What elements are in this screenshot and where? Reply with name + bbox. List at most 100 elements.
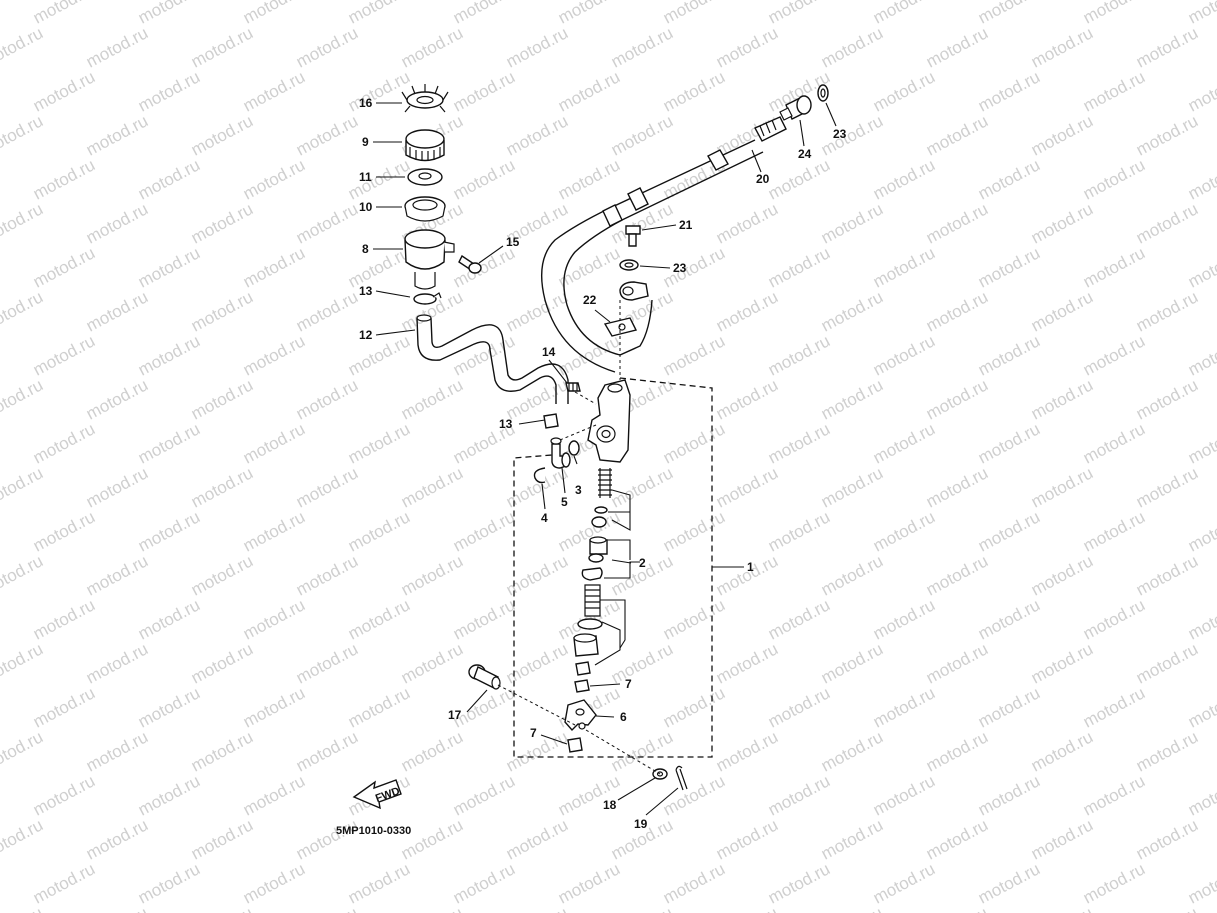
watermark-text: motod.ru bbox=[293, 199, 361, 247]
circlip-joint bbox=[533, 467, 546, 484]
watermark-text: motod.ru bbox=[1080, 331, 1148, 379]
watermark-text: motod.ru bbox=[975, 0, 1043, 28]
brake-hose-union-bolt bbox=[779, 95, 812, 121]
callout-16: 16 bbox=[359, 96, 373, 110]
master-cylinder-assembly-outline bbox=[513, 377, 713, 758]
watermark-text: motod.ru bbox=[503, 551, 571, 599]
watermark-text: motod.ru bbox=[818, 199, 886, 247]
watermark-text: motod.ru bbox=[240, 0, 308, 28]
watermark-text: motod.ru bbox=[555, 243, 623, 291]
watermark-text: motod.ru bbox=[765, 155, 833, 203]
watermark-text: motod.ru bbox=[450, 507, 518, 555]
watermark-text: motod.ru bbox=[83, 551, 151, 599]
watermark-text: motod.ru bbox=[398, 23, 466, 71]
watermark-text: motod.ru bbox=[555, 771, 623, 819]
reservoir-cap bbox=[405, 129, 445, 162]
watermark-text: motod.ru bbox=[1028, 23, 1096, 71]
watermark-text: motod.ru bbox=[188, 551, 256, 599]
watermark-text: motod.ru bbox=[1133, 639, 1201, 687]
watermark-text: motod.ru bbox=[1080, 155, 1148, 203]
watermark-text: motod.ru bbox=[1080, 0, 1148, 28]
watermark-text: motod.ru bbox=[30, 0, 98, 28]
watermark-text: motod.ru bbox=[450, 67, 518, 115]
watermark-text: motod.ru bbox=[0, 287, 46, 335]
watermark-text: motod.ru bbox=[923, 639, 991, 687]
watermark-text: motod.ru bbox=[608, 463, 676, 511]
watermark-text: motod.ru bbox=[765, 331, 833, 379]
watermark-text: motod.ru bbox=[30, 243, 98, 291]
watermark-text: motod.ru bbox=[503, 727, 571, 775]
nut-lower bbox=[567, 737, 583, 753]
watermark-text: motod.ru bbox=[503, 287, 571, 335]
watermark-text: motod.ru bbox=[1028, 287, 1096, 335]
watermark-text: motod.ru bbox=[188, 199, 256, 247]
watermark-text: motod.ru bbox=[1028, 463, 1096, 511]
watermark-text: motod.ru bbox=[818, 551, 886, 599]
watermark-text: motod.ru bbox=[345, 331, 413, 379]
watermark-text: motod.ru bbox=[135, 859, 203, 907]
callout-7a: 7 bbox=[625, 677, 632, 691]
watermark-text: motod.ru bbox=[398, 815, 466, 863]
hose-clip-upper bbox=[413, 292, 442, 305]
watermark-text: motod.ru bbox=[83, 287, 151, 335]
watermark-text: motod.ru bbox=[555, 155, 623, 203]
watermark-text: motod.ru bbox=[870, 771, 938, 819]
callout-4: 4 bbox=[541, 511, 548, 525]
watermark-text: motod.ru bbox=[1028, 815, 1096, 863]
hose-joint bbox=[550, 437, 571, 469]
watermark-text: motod.ru bbox=[135, 331, 203, 379]
watermark-text: motod.ru bbox=[1133, 111, 1201, 159]
watermark-text: motod.ru bbox=[0, 639, 46, 687]
reservoir-tank bbox=[404, 229, 455, 290]
watermark-text: motod.ru bbox=[1080, 243, 1148, 291]
watermark-text: motod.ru bbox=[1028, 111, 1096, 159]
watermark-text: motod.ru bbox=[713, 815, 781, 863]
callout-11: 11 bbox=[359, 170, 372, 184]
watermark-text: motod.ru bbox=[1133, 903, 1201, 913]
watermark-text: motod.ru bbox=[975, 331, 1043, 379]
watermark-text: motod.ru bbox=[975, 771, 1043, 819]
watermark-text: motod.ru bbox=[555, 67, 623, 115]
watermark-text: motod.ru bbox=[1185, 243, 1217, 291]
callout-6: 6 bbox=[620, 710, 627, 724]
watermark-text: motod.ru bbox=[0, 727, 46, 775]
watermark-text: motod.ru bbox=[975, 859, 1043, 907]
watermark-text: motod.ru bbox=[555, 859, 623, 907]
watermark-text: motod.ru bbox=[923, 375, 991, 423]
watermark-text: motod.ru bbox=[818, 463, 886, 511]
callout-2: 2 bbox=[639, 556, 646, 570]
watermark-text: motod.ru bbox=[975, 507, 1043, 555]
watermark-text: motod.ru bbox=[188, 287, 256, 335]
watermark-text: motod.ru bbox=[818, 287, 886, 335]
watermark-text: motod.ru bbox=[293, 375, 361, 423]
watermark-text: motod.ru bbox=[83, 463, 151, 511]
watermark-text: motod.ru bbox=[293, 551, 361, 599]
callout-1: 1 bbox=[747, 560, 754, 574]
o-ring bbox=[568, 440, 580, 456]
watermark-text: motod.ru bbox=[975, 155, 1043, 203]
watermark-text: motod.ru bbox=[1133, 551, 1201, 599]
watermark-text: motod.ru bbox=[660, 0, 728, 28]
watermark-text: motod.ru bbox=[83, 111, 151, 159]
watermark-text: motod.ru bbox=[1185, 331, 1217, 379]
watermark-text: motod.ru bbox=[1080, 859, 1148, 907]
watermark-text: motod.ru bbox=[1028, 199, 1096, 247]
brake-hose bbox=[540, 116, 787, 373]
watermark-text: motod.ru bbox=[1080, 683, 1148, 731]
watermark-text: motod.ru bbox=[83, 23, 151, 71]
watermark-text: motod.ru bbox=[608, 23, 676, 71]
callout-9: 9 bbox=[362, 135, 369, 149]
watermark-text: motod.ru bbox=[293, 639, 361, 687]
watermark-text: motod.ru bbox=[398, 551, 466, 599]
watermark-text: motod.ru bbox=[398, 375, 466, 423]
watermark-text: motod.ru bbox=[660, 243, 728, 291]
watermark-text: motod.ru bbox=[0, 375, 46, 423]
hose-bolt bbox=[625, 225, 641, 247]
reservoir-diaphragm-plate bbox=[407, 168, 443, 186]
bleed-screw bbox=[565, 382, 581, 392]
watermark-text: motod.ru bbox=[923, 551, 991, 599]
watermark-text: motod.ru bbox=[188, 903, 256, 913]
watermark-text: motod.ru bbox=[135, 419, 203, 467]
watermark-text: motod.ru bbox=[450, 859, 518, 907]
watermark-text: motod.ru bbox=[1185, 419, 1217, 467]
